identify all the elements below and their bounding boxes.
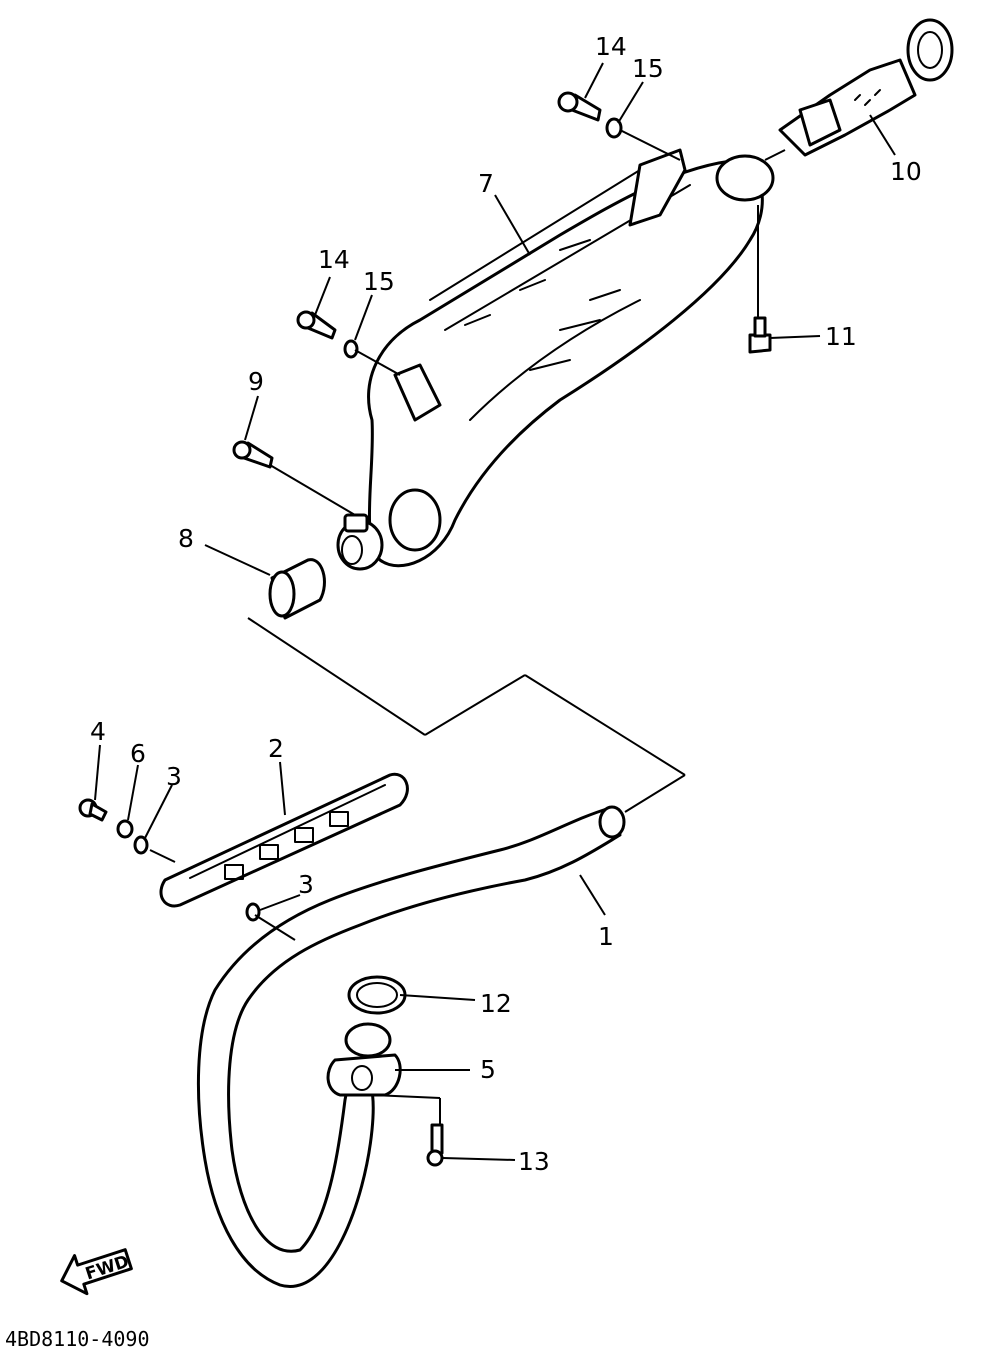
callout-6: 6 bbox=[130, 739, 146, 768]
exhaust-pipe[interactable] bbox=[196, 805, 626, 1288]
gasket[interactable] bbox=[268, 558, 326, 620]
callout-12: 12 bbox=[480, 989, 512, 1018]
bolt-11[interactable] bbox=[748, 316, 772, 354]
callout-13: 13 bbox=[518, 1147, 550, 1176]
callouts: 14 15 10 7 14 15 11 9 8 4 6 2 3 3 1 12 5… bbox=[90, 32, 922, 1176]
callout-5: 5 bbox=[480, 1055, 496, 1084]
exhaust-joint[interactable] bbox=[326, 1022, 402, 1097]
muffler[interactable] bbox=[336, 148, 775, 571]
callout-1: 1 bbox=[598, 922, 614, 951]
callout-3-lower: 3 bbox=[298, 870, 314, 899]
callout-15-top: 15 bbox=[632, 54, 664, 83]
washer-15-middle[interactable] bbox=[343, 339, 359, 359]
heat-protector[interactable] bbox=[159, 772, 409, 908]
callout-10: 10 bbox=[890, 157, 922, 186]
callout-11: 11 bbox=[825, 322, 857, 351]
callout-4: 4 bbox=[90, 717, 106, 746]
washer-3-lower[interactable] bbox=[245, 902, 261, 922]
callout-8: 8 bbox=[178, 524, 194, 553]
callout-15-middle: 15 bbox=[363, 267, 395, 296]
callout-14-top: 14 bbox=[595, 32, 627, 61]
callout-14-middle: 14 bbox=[318, 245, 350, 274]
tail-pipe-end[interactable] bbox=[778, 18, 954, 157]
washer-15-top[interactable] bbox=[605, 117, 623, 139]
bolt-14-middle[interactable] bbox=[296, 310, 337, 340]
gasket-ring[interactable] bbox=[347, 975, 407, 1015]
callout-2: 2 bbox=[268, 734, 284, 763]
washer-3-upper[interactable] bbox=[133, 835, 149, 855]
callout-3-upper: 3 bbox=[166, 762, 182, 791]
bolt-4[interactable] bbox=[78, 798, 108, 822]
callout-9: 9 bbox=[248, 367, 264, 396]
fwd-label: FWD bbox=[83, 1252, 131, 1285]
callout-7: 7 bbox=[478, 169, 494, 198]
bolt-9[interactable] bbox=[232, 440, 274, 469]
bolt-14-top[interactable] bbox=[557, 91, 602, 122]
drawing-code: 4BD8110-4090 bbox=[5, 1327, 150, 1351]
bolt-13[interactable] bbox=[426, 1123, 444, 1167]
washer-6[interactable] bbox=[116, 819, 134, 839]
leader-lines bbox=[94, 62, 896, 1161]
fwd-arrow: FWD bbox=[60, 1248, 133, 1296]
